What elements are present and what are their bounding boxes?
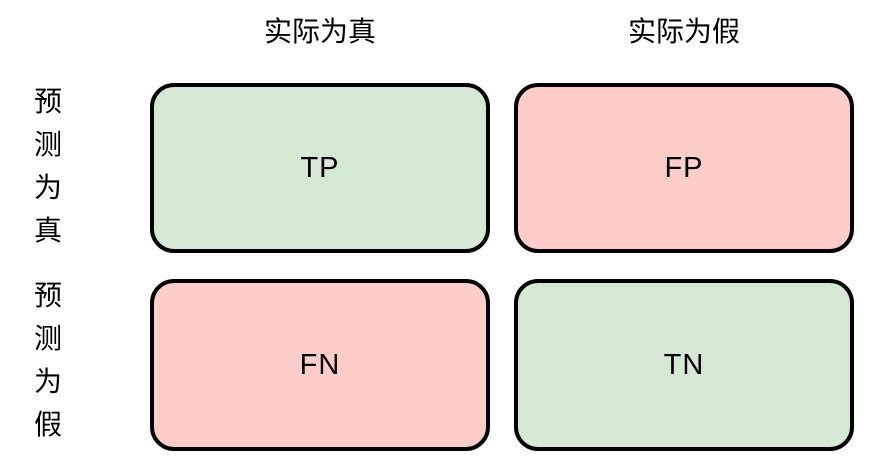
cell-false-positive: FP [514,83,854,253]
cell-true-positive: TP [150,83,490,253]
cell-false-positive-label: FP [664,151,704,184]
column-header-actual-true: 实际为真 [263,16,376,47]
row-header-predicted-false: 预测为假 [33,280,62,440]
cell-true-positive-label: TP [300,151,340,184]
cell-false-negative-label: FN [299,348,341,381]
cell-false-negative: FN [150,279,490,451]
column-header-actual-false: 实际为假 [627,16,740,47]
cell-true-negative: TN [514,279,854,451]
row-header-predicted-true: 预测为真 [33,86,62,246]
cell-true-negative-label: TN [663,348,705,381]
